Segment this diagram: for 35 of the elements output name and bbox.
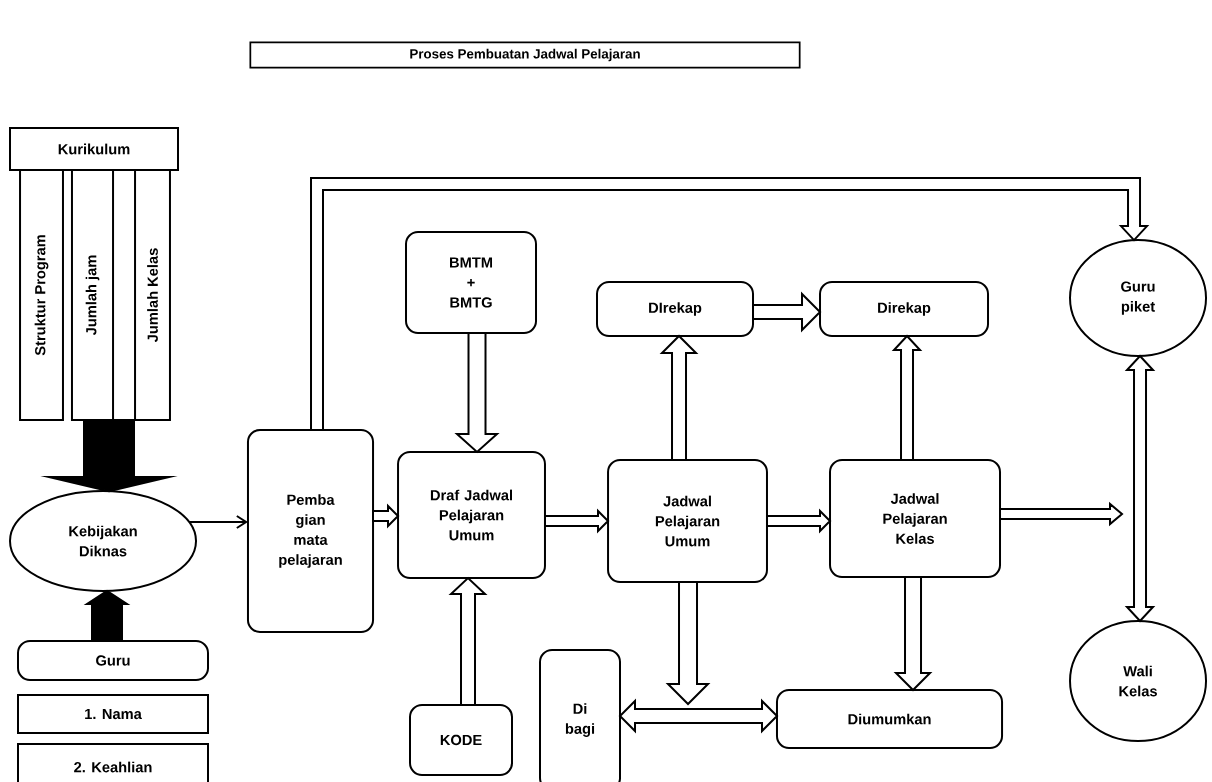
block-arrow: [372, 503, 400, 529]
block-arrow: [1124, 354, 1156, 623]
block-arrow: [659, 334, 699, 461]
block-arrow: [618, 698, 779, 734]
list-box: 1. Nama: [17, 694, 209, 734]
process-box: Direkap: [819, 281, 989, 337]
process-box: Jadwal Pelajaran Kelas: [829, 458, 1001, 579]
process-box: BMTM + BMTG: [405, 230, 537, 335]
block-arrow: [310, 177, 1150, 431]
list-box: 2. Keahlian: [17, 743, 209, 782]
process-box: DIrekap: [596, 281, 754, 337]
block-arrow: [448, 576, 488, 706]
block-arrow: [752, 291, 822, 333]
process-box: Jadwal Pelajaran Umum: [607, 459, 768, 583]
process-box: KODE: [409, 704, 513, 776]
vertical-bar: Struktur Program: [19, 169, 64, 421]
block-arrow: [454, 332, 500, 454]
process-box: Pemba gian mata pelajaran: [246, 429, 375, 633]
process-box: Diumumkan: [776, 689, 1004, 749]
block-arrow: [665, 581, 711, 706]
block-arrow: [893, 576, 933, 692]
header-box: Kurikulum: [9, 127, 179, 171]
block-arrow: [544, 508, 610, 534]
block-arrow: [891, 334, 923, 461]
vertical-bar: Jumlah jam: [70, 169, 115, 421]
process-box: Di bagi: [539, 649, 621, 782]
process-box: Guru: [17, 640, 209, 681]
block-arrow: [766, 508, 832, 534]
block-arrow: [999, 501, 1124, 527]
vertical-bar: Jumlah Kelas: [134, 169, 171, 421]
process-box: Draf Jadwal Pelajaran Umum: [397, 451, 546, 579]
title-box: Proses Pembuatan Jadwal Pelajaran: [249, 41, 801, 69]
block-arrow: [83, 589, 131, 642]
block-arrow: [40, 419, 178, 493]
arrow: [188, 515, 248, 529]
